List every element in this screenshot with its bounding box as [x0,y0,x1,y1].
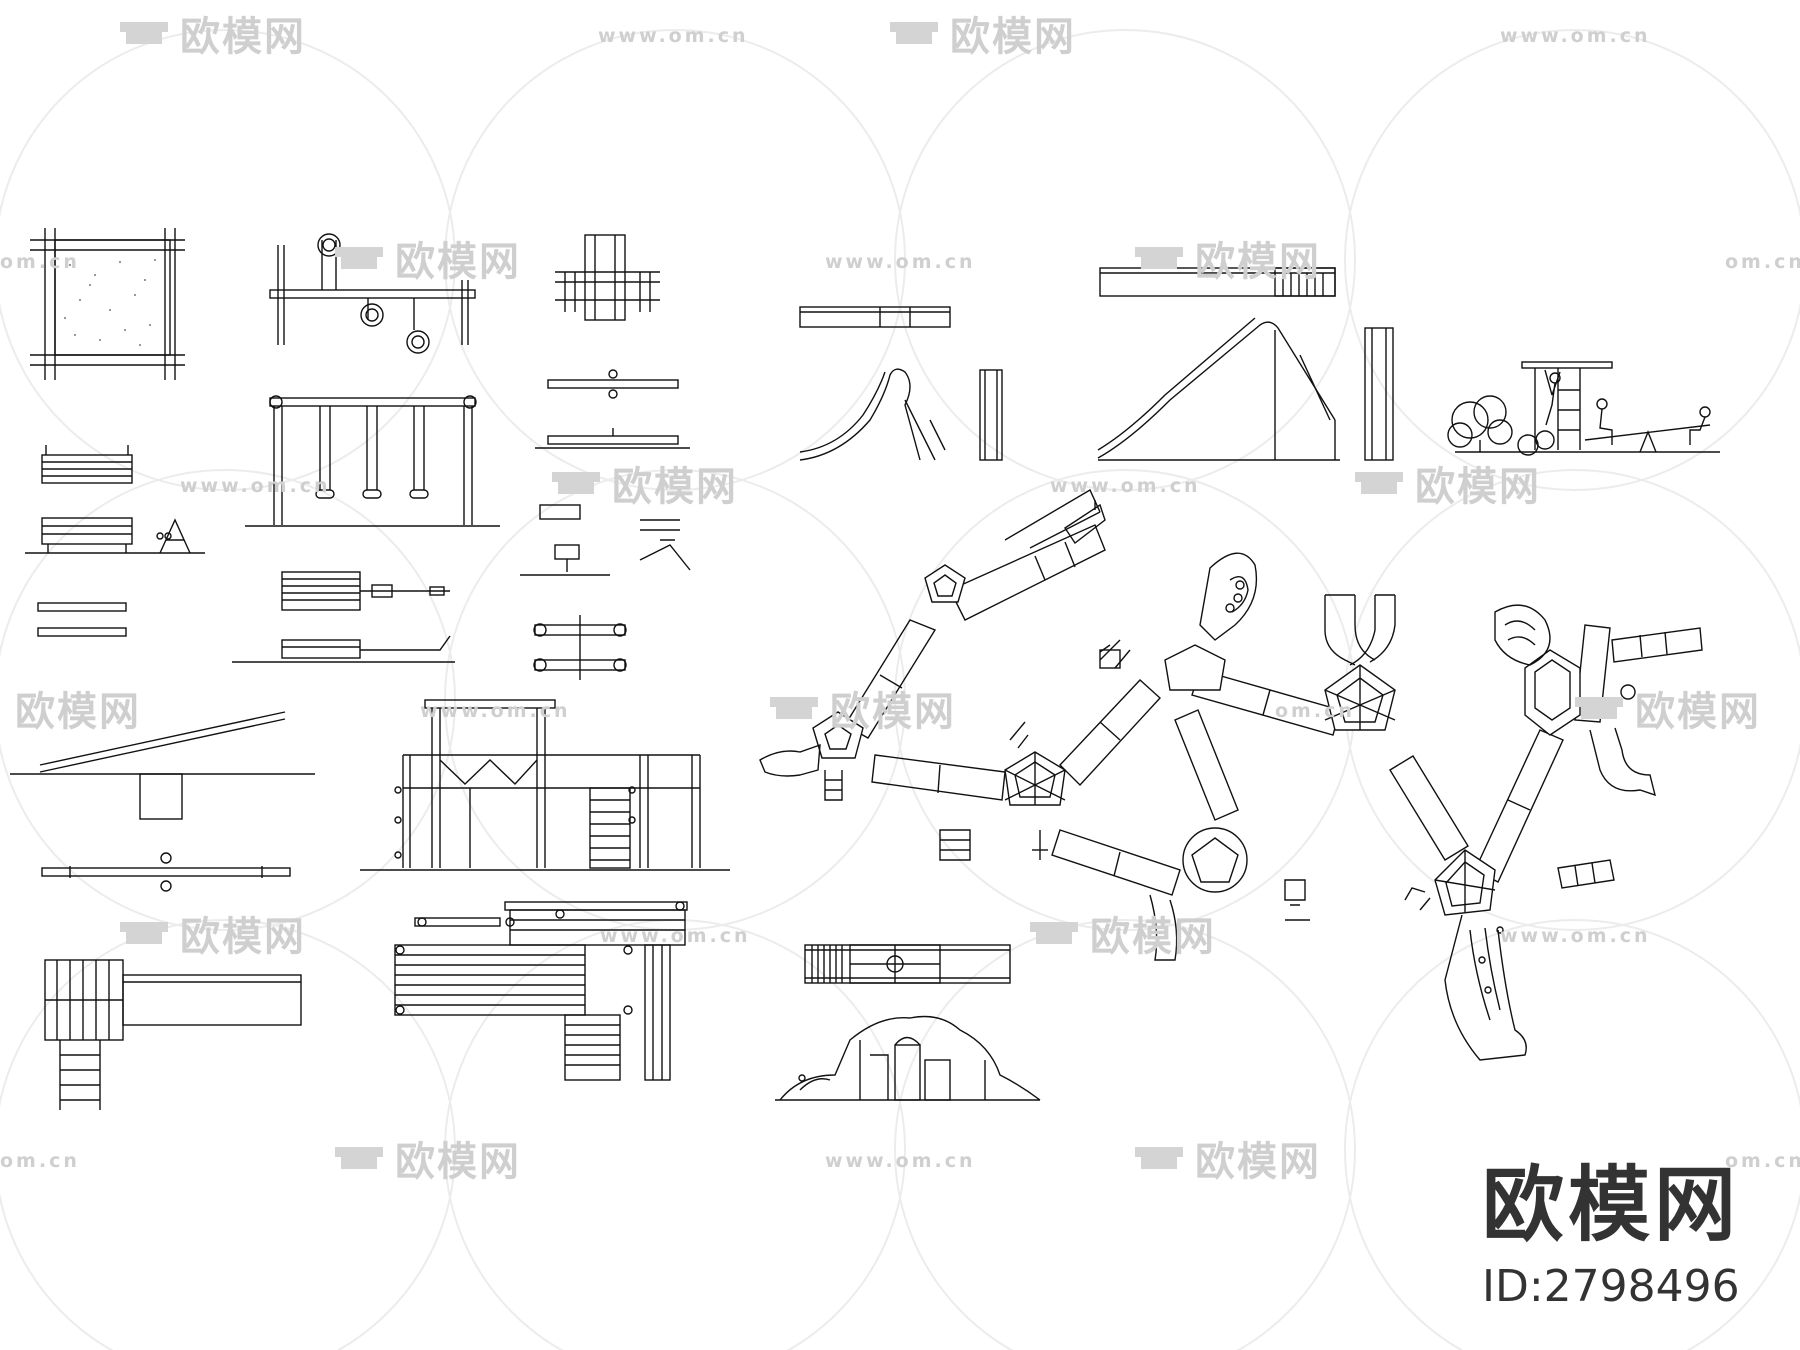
watermark-url-text: www.om.cn [1500,925,1651,947]
sandbox-plan [30,228,185,380]
watermark-brand-text: 欧模网 [395,239,521,285]
swing-set-elevation [245,395,500,527]
bench-elevations [25,445,205,637]
bench-spring-plan [232,571,455,663]
watermark-brand-text: 欧模网 [1415,464,1541,510]
watermark-url-text: om.cn [1725,251,1800,273]
playhouse-slide-plan [44,959,302,1110]
long-slide-drawings [1097,267,1394,461]
watermark-layer: 欧模网 欧模网 欧模网 欧模网 欧模网 欧模网 欧模网 欧模网 欧模网 欧模网 … [0,14,1800,1185]
watermark-sofa-icons [120,22,1623,1169]
small-equipment-plans [520,234,691,680]
watermark-url-text: www.om.cn [1050,475,1201,497]
watermark-brand-text: 欧模网 [612,464,738,510]
seesaw-elevation [10,711,315,892]
brand-block: 欧模网 ID:2798496 [1482,1165,1740,1314]
ring-climber-elevation [269,233,476,354]
watermark-brand-text: 欧模网 [180,914,306,960]
watermark-brand-text: 欧模网 [395,1139,521,1185]
watermark-url-text: om.cn [1275,700,1355,722]
watermark-url-text: www.om.cn [180,475,331,497]
watermark-brand-text: 欧模网 [15,689,141,735]
watermark-logo: 欧模网 欧模网 欧模网 欧模网 欧模网 欧模网 欧模网 欧模网 欧模网 欧模网 … [15,14,1761,1185]
watermark-urls: www.om.cn www.om.cn om.cn www.om.cn om.c… [0,25,1800,1172]
watermark-url-text: www.om.cn [598,25,749,47]
deck-plan [394,901,688,1081]
watermark-brand-text: 欧模网 [1195,239,1321,285]
watermark-brand-text: 欧模网 [1195,1139,1321,1185]
watermark-url-text: www.om.cn [600,925,751,947]
watermark-url-text: www.om.cn [1500,25,1651,47]
watermark-url-text: www.om.cn [825,1150,976,1172]
watermark-brand-text: 欧模网 [1090,914,1216,960]
watermark-url-text: om.cn [0,1150,80,1172]
small-slide-drawings [799,306,1003,461]
watermark-url-text: www.om.cn [825,251,976,273]
watermark-brand-text: 欧模网 [180,14,306,60]
tunnel-climber-drawings [775,944,1041,1101]
watermark-url-text: om.cn [1725,1150,1800,1172]
playground-figures-elevation [1447,361,1720,456]
watermark-brand-text: 欧模网 [1635,689,1761,735]
climbing-tower-elevation [360,699,730,871]
brand-name: 欧模网 [1481,1158,1740,1253]
network-playground-plan [759,489,1703,1061]
watermark-brand-text: 欧模网 [950,14,1076,60]
watermark-url-text: www.om.cn [420,700,571,722]
watermark-url-text: om.cn [0,251,80,273]
brand-id: ID:2798496 [1481,1261,1740,1312]
watermark-brand-text: 欧模网 [830,689,956,735]
